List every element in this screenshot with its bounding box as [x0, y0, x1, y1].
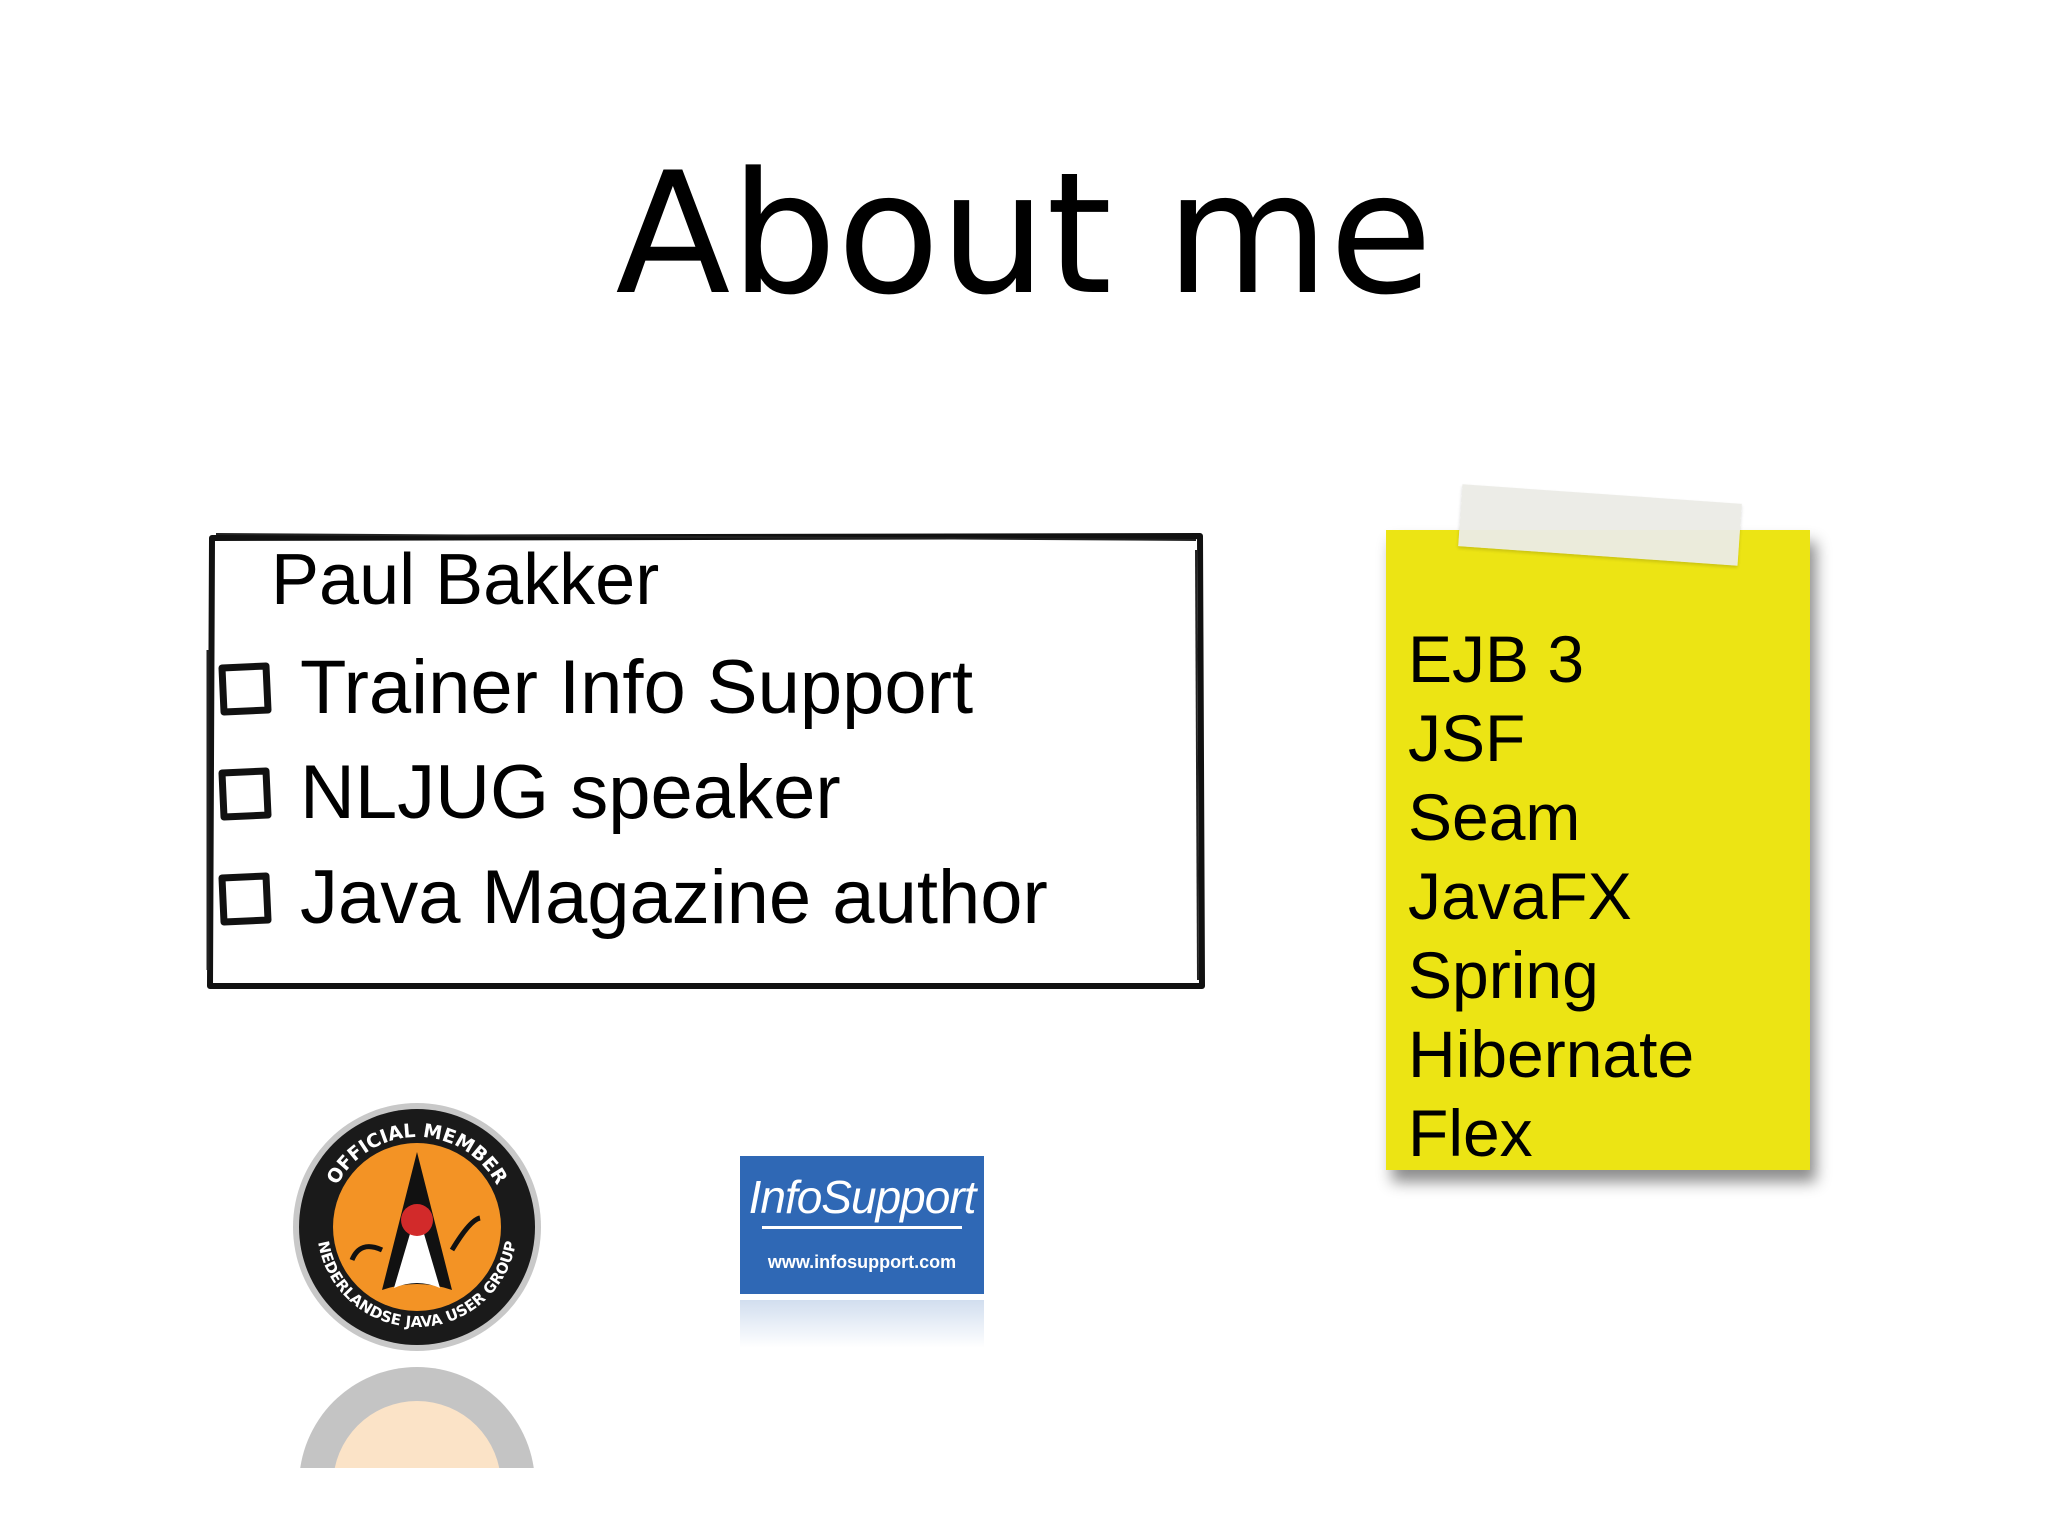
bio-list: Trainer Info Support NLJUG speaker Java …	[216, 635, 1048, 950]
tech-item: Hibernate	[1408, 1017, 1695, 1091]
bio-name: Paul Bakker	[271, 540, 660, 620]
list-item-label: NLJUG speaker	[300, 749, 841, 835]
sketch-frame	[206, 533, 1205, 989]
infosupport-brand: InfoSupport	[748, 1171, 977, 1223]
list-item: Java Magazine author	[216, 845, 1048, 950]
slide-title: About me	[615, 136, 1433, 332]
checkbox-icon[interactable]	[216, 765, 272, 821]
list-item-label: Trainer Info Support	[300, 644, 974, 730]
nljug-logo: OFFICIAL MEMBER NEDERLANDSE JAVA USER GR…	[293, 1103, 541, 1351]
tech-item: EJB 3	[1408, 622, 1585, 696]
tech-item: Seam	[1408, 780, 1581, 854]
checkbox-icon[interactable]	[216, 660, 272, 716]
tech-item: JSF	[1408, 701, 1526, 775]
sticky-note: EJB 3 JSF Seam JavaFX Spring Hibernate F…	[1386, 530, 1810, 1170]
tech-list: EJB 3 JSF Seam JavaFX Spring Hibernate F…	[1408, 620, 1694, 1173]
infosupport-underline	[762, 1226, 962, 1229]
bio-box: Paul Bakker Trainer Info Support NLJUG s…	[206, 530, 1206, 992]
list-item-label: Java Magazine author	[300, 854, 1048, 940]
checkbox-icon[interactable]	[216, 870, 272, 926]
list-item: Trainer Info Support	[216, 635, 1048, 740]
list-item: NLJUG speaker	[216, 740, 1048, 845]
infosupport-logo-reflection	[740, 1300, 984, 1348]
infosupport-url: www.infosupport.com	[767, 1252, 957, 1272]
nljug-logo-reflection	[290, 1358, 544, 1468]
infosupport-logo: InfoSupport www.infosupport.com	[740, 1156, 984, 1294]
tech-item: Flex	[1408, 1096, 1533, 1170]
tech-item: JavaFX	[1408, 859, 1632, 933]
tech-item: Spring	[1408, 938, 1599, 1012]
